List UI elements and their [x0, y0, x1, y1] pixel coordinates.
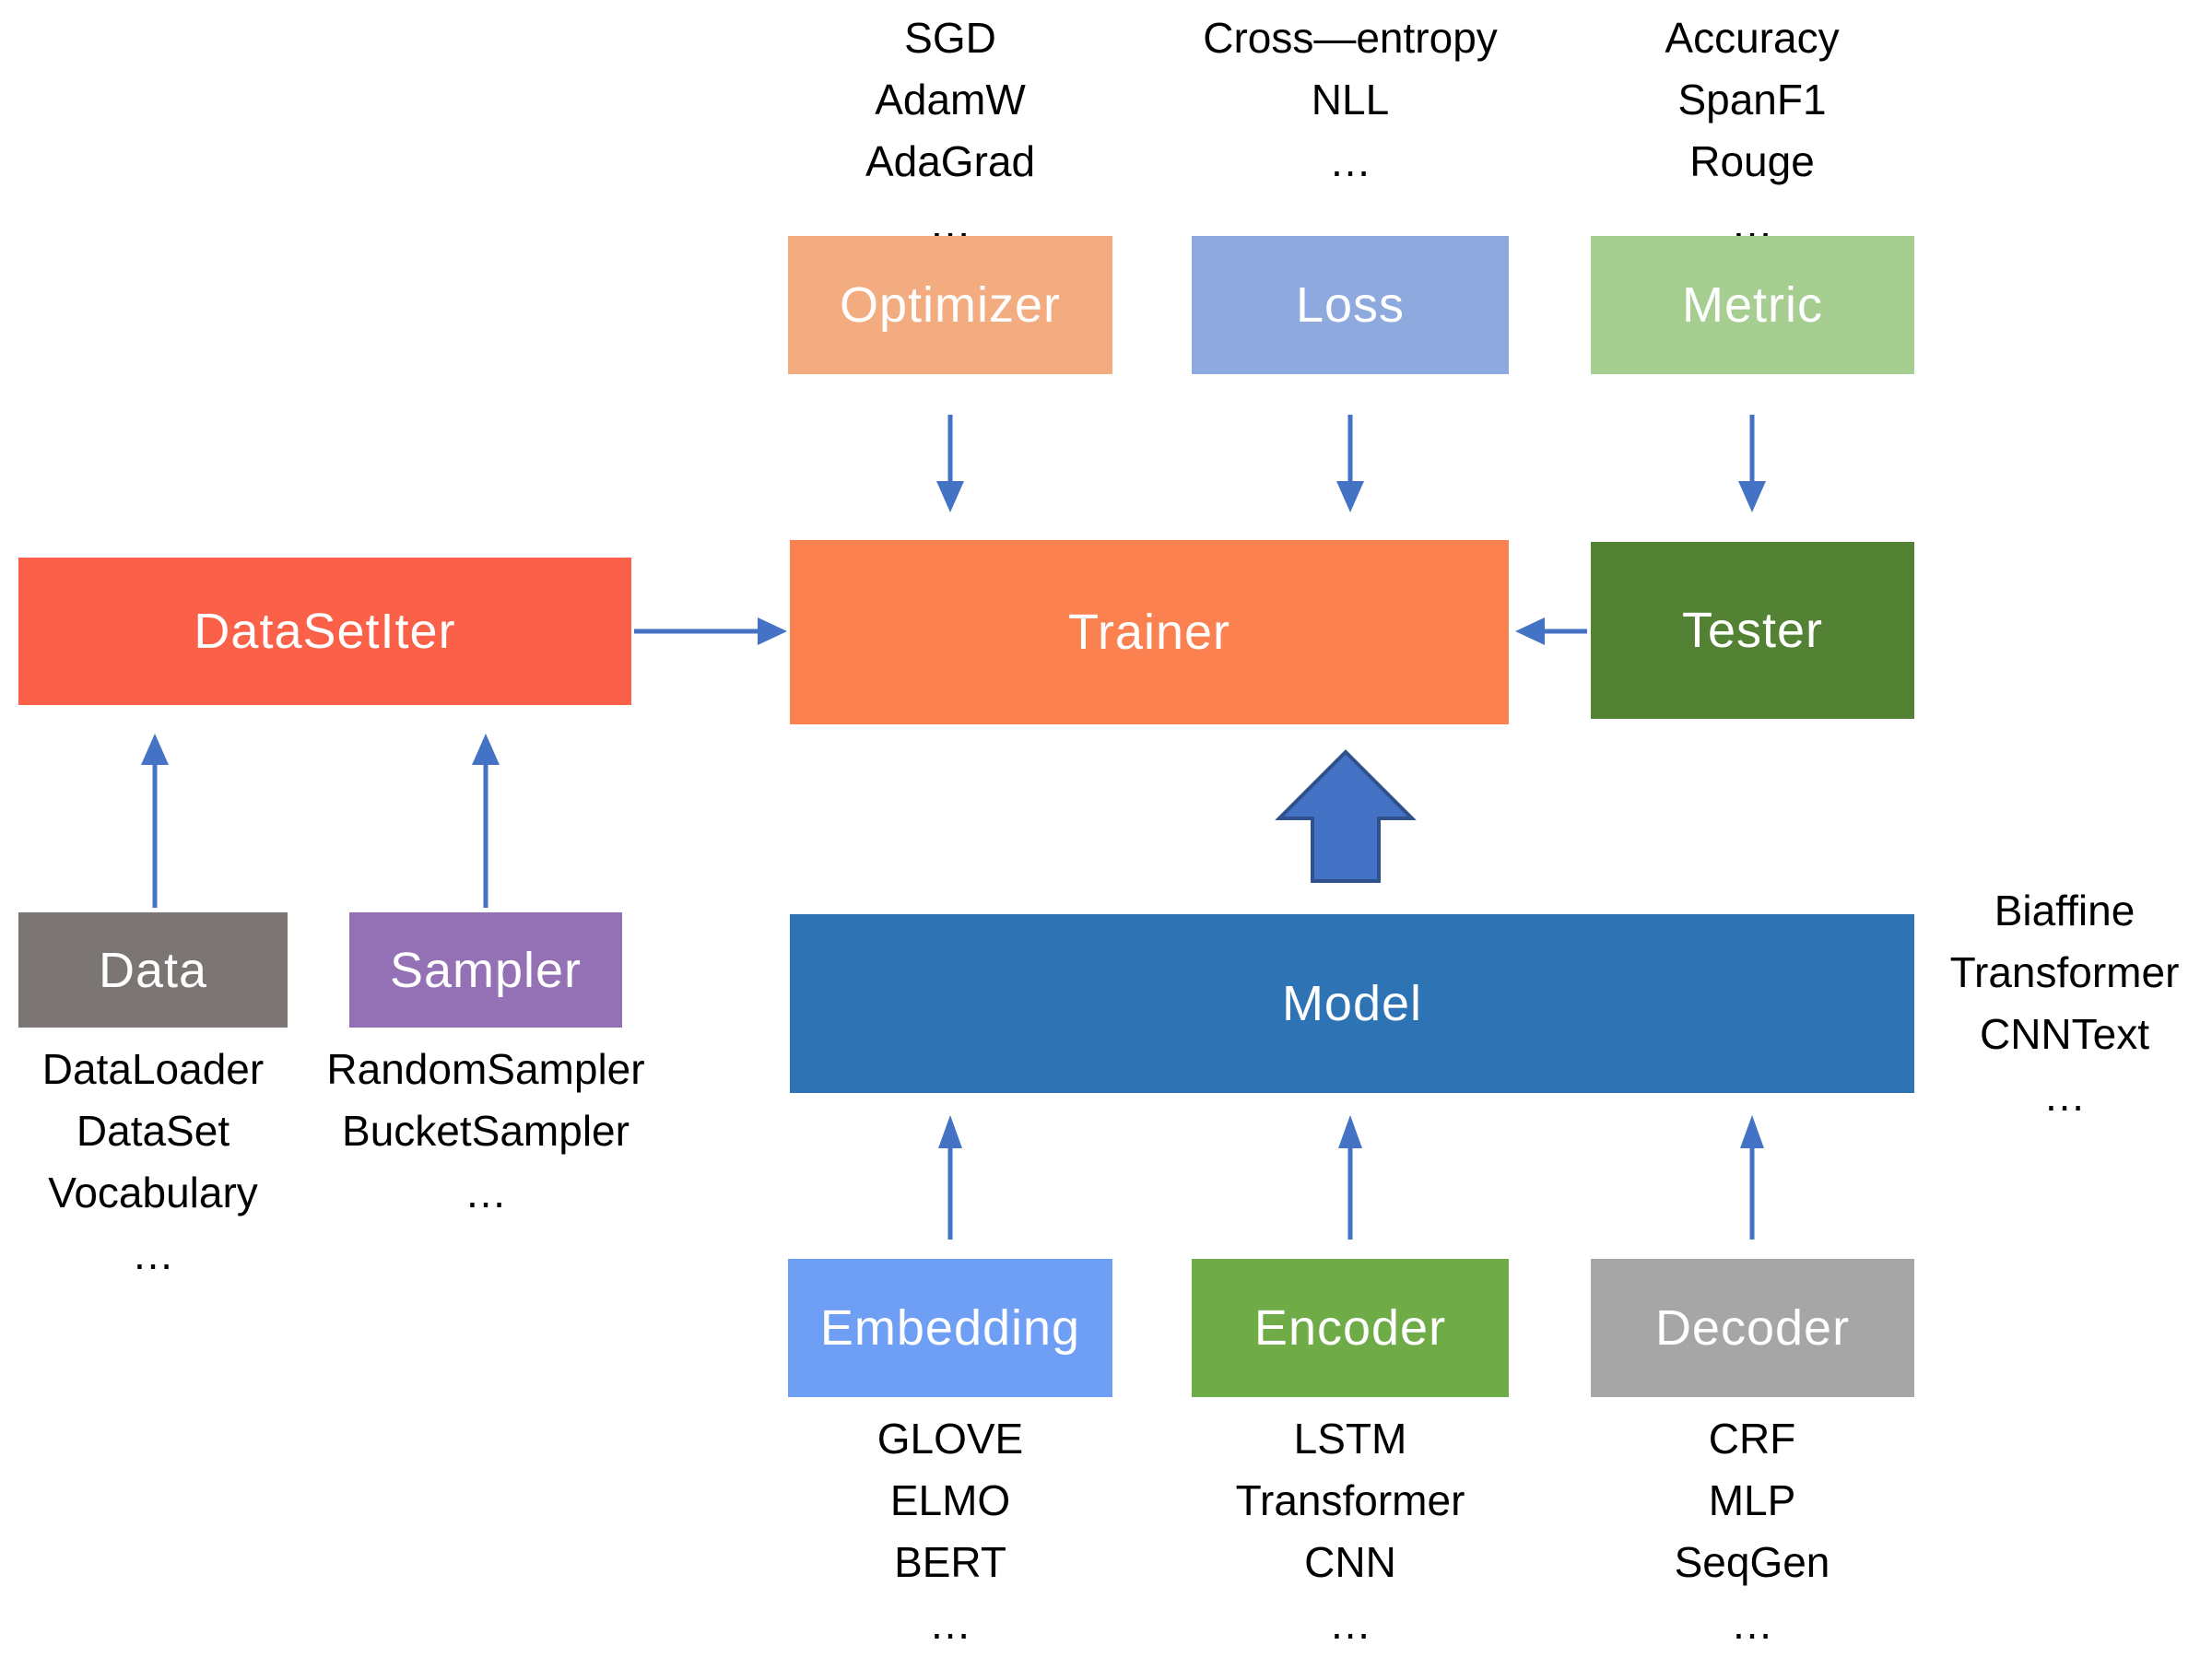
decoder-box: Decoder	[1591, 1259, 1914, 1397]
arrow-data-to-datasetiter	[141, 734, 169, 908]
data-label: Data	[98, 942, 208, 998]
list-item: Transformer	[1235, 1476, 1465, 1524]
encoder-examples-list: LSTM Transformer CNN …	[1147, 1408, 1553, 1655]
list-item: CNN	[1304, 1538, 1396, 1586]
arrow-tester-to-trainer	[1515, 617, 1587, 645]
list-item: SpanF1	[1677, 76, 1827, 123]
list-item: …	[1329, 137, 1371, 185]
list-item: RandomSampler	[326, 1045, 645, 1093]
list-item: Cross—entropy	[1203, 14, 1498, 62]
optimizer-examples-list: SGD AdamW AdaGrad …	[766, 7, 1135, 254]
list-item: DataLoader	[41, 1045, 265, 1093]
list-item: …	[1329, 1600, 1371, 1648]
list-item: AdamW	[875, 76, 1026, 123]
embedding-label: Embedding	[819, 1300, 1081, 1356]
list-item: AdaGrad	[865, 137, 1036, 185]
embedding-examples-list: GLOVE ELMO BERT …	[766, 1408, 1135, 1655]
tester-label: Tester	[1681, 603, 1824, 658]
sampler-box: Sampler	[349, 912, 622, 1028]
list-item: …	[2043, 1072, 2086, 1120]
loss-label: Loss	[1295, 277, 1406, 333]
datasetiter-box: DataSetIter	[18, 558, 631, 705]
list-item: Rouge	[1689, 137, 1815, 185]
list-item: …	[465, 1169, 507, 1216]
list-item: NLL	[1311, 76, 1390, 123]
list-item: BERT	[894, 1538, 1006, 1586]
tester-box: Tester	[1591, 542, 1914, 719]
embedding-box: Embedding	[788, 1259, 1112, 1397]
optimizer-label: Optimizer	[839, 277, 1062, 333]
block-arrow-model-to-trainer	[1275, 749, 1417, 883]
sampler-label: Sampler	[389, 942, 582, 998]
arrow-decoder-to-model	[1740, 1115, 1764, 1240]
data-box: Data	[18, 912, 288, 1028]
list-item: SGD	[904, 14, 996, 62]
list-item: Transformer	[1949, 948, 2180, 996]
list-item: Vocabulary	[48, 1169, 258, 1216]
data-examples-list: DataLoader DataSet Vocabulary …	[0, 1039, 306, 1286]
arrow-metric-to-tester	[1738, 415, 1766, 512]
arrow-embedding-to-model	[938, 1115, 962, 1240]
trainer-label: Trainer	[1067, 605, 1231, 660]
arrow-datasetiter-to-trainer	[634, 617, 787, 645]
metric-examples-list: Accuracy SpanF1 Rouge …	[1568, 7, 1936, 254]
list-item: …	[929, 1600, 971, 1648]
arrow-loss-to-trainer	[1336, 415, 1364, 512]
model-box: Model	[790, 914, 1914, 1093]
list-item: CRF	[1708, 1415, 1796, 1463]
encoder-label: Encoder	[1253, 1300, 1447, 1356]
sampler-examples-list: RandomSampler BucketSampler …	[292, 1039, 679, 1224]
arrow-sampler-to-datasetiter	[472, 734, 500, 908]
list-item: Accuracy	[1665, 14, 1840, 62]
decoder-examples-list: CRF MLP SeqGen …	[1568, 1408, 1936, 1655]
list-item: DataSet	[76, 1107, 230, 1155]
trainer-box: Trainer	[790, 540, 1509, 724]
list-item: LSTM	[1293, 1415, 1407, 1463]
loss-examples-list: Cross—entropy NLL …	[1147, 7, 1553, 193]
arrow-encoder-to-model	[1338, 1115, 1362, 1240]
list-item: SeqGen	[1674, 1538, 1830, 1586]
metric-box: Metric	[1591, 236, 1914, 374]
model-label: Model	[1281, 976, 1423, 1031]
arrow-optimizer-to-trainer	[936, 415, 964, 512]
list-item: BucketSampler	[342, 1107, 629, 1155]
list-item: …	[1731, 1600, 1773, 1648]
list-item: ELMO	[889, 1476, 1011, 1524]
optimizer-box: Optimizer	[788, 236, 1112, 374]
list-item: Biaffine	[1994, 887, 2136, 934]
list-item: GLOVE	[877, 1415, 1024, 1463]
list-item: MLP	[1708, 1476, 1796, 1524]
model-examples-list: Biaffine Transformer CNNText …	[1917, 880, 2212, 1127]
metric-label: Metric	[1682, 277, 1823, 333]
datasetiter-label: DataSetIter	[194, 604, 456, 659]
list-item: …	[132, 1230, 174, 1278]
loss-box: Loss	[1192, 236, 1509, 374]
encoder-box: Encoder	[1192, 1259, 1509, 1397]
decoder-label: Decoder	[1654, 1300, 1851, 1356]
list-item: CNNText	[1979, 1010, 2150, 1058]
